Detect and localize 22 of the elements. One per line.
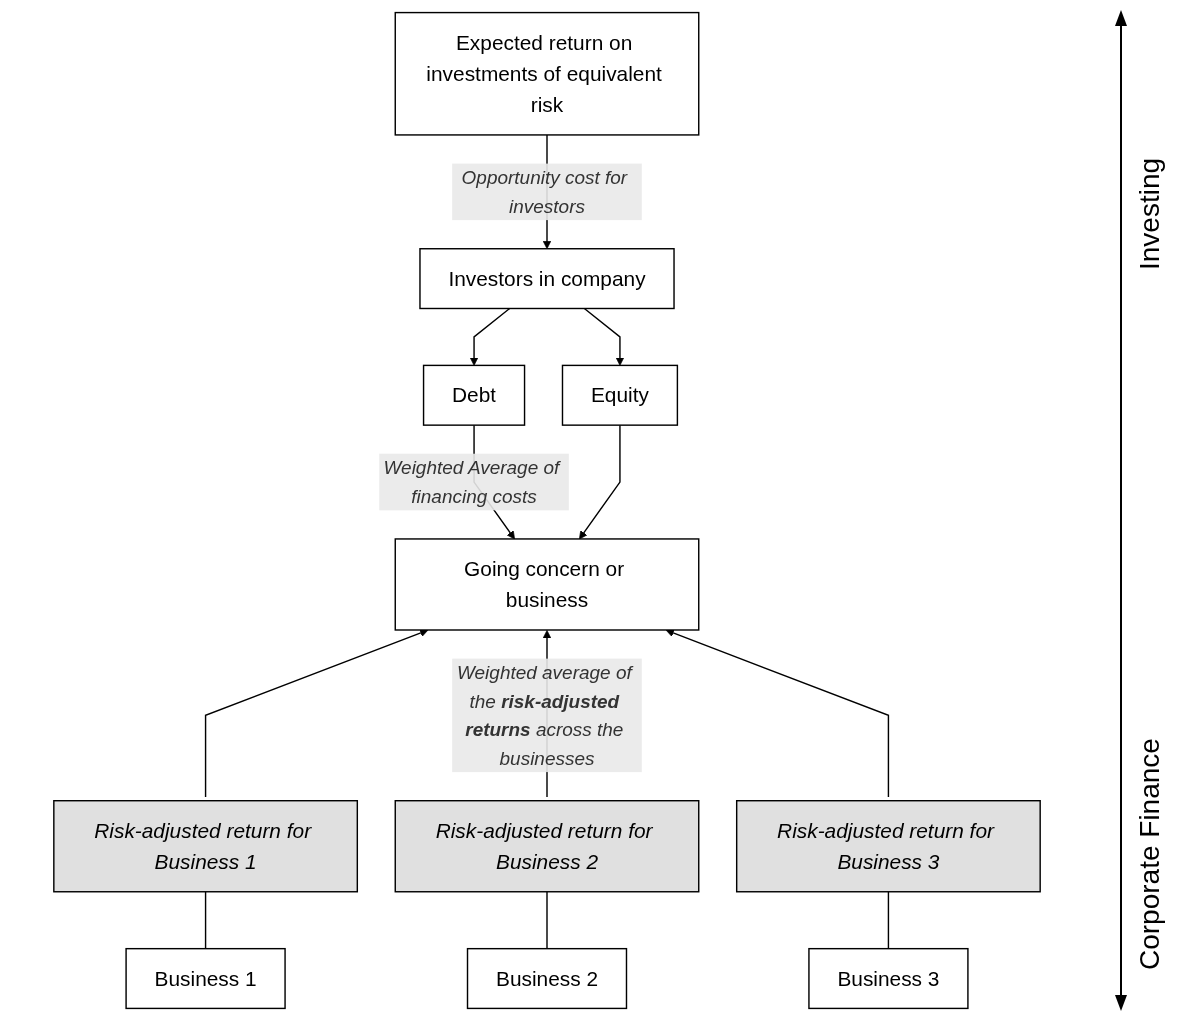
axis-label: Corporate Finance [1134,738,1166,970]
edge-label: Weighted Average of financing costs [383,457,560,507]
node-box: Risk-adjusted return for Business 3 [735,800,1041,893]
arrow [583,307,625,366]
node-box: Business 1 [125,947,286,1010]
node-box: Business 2 [466,947,628,1010]
node-box: Business 3 [808,947,969,1010]
arrow [579,424,621,540]
node-box: Investors in company [419,248,675,310]
node-box: Equity [561,364,679,426]
node-box: Debt [422,364,526,426]
node-box: Risk-adjusted return for Business 2 [394,800,700,893]
connector [546,891,548,950]
edge-label: Weighted average of the risk-adjusted returns across the businesses [457,662,632,769]
node-box: Going concern or business [394,538,700,631]
node-box: Risk-adjusted return for Business 1 [53,800,359,893]
connector [204,891,207,950]
axis-label: Investing [1134,157,1166,270]
connector [887,891,890,950]
edge-label: Opportunity cost for investors [461,167,628,217]
arrow [469,307,511,366]
node-box: Expected return on investments of equivalent risk [394,11,700,136]
